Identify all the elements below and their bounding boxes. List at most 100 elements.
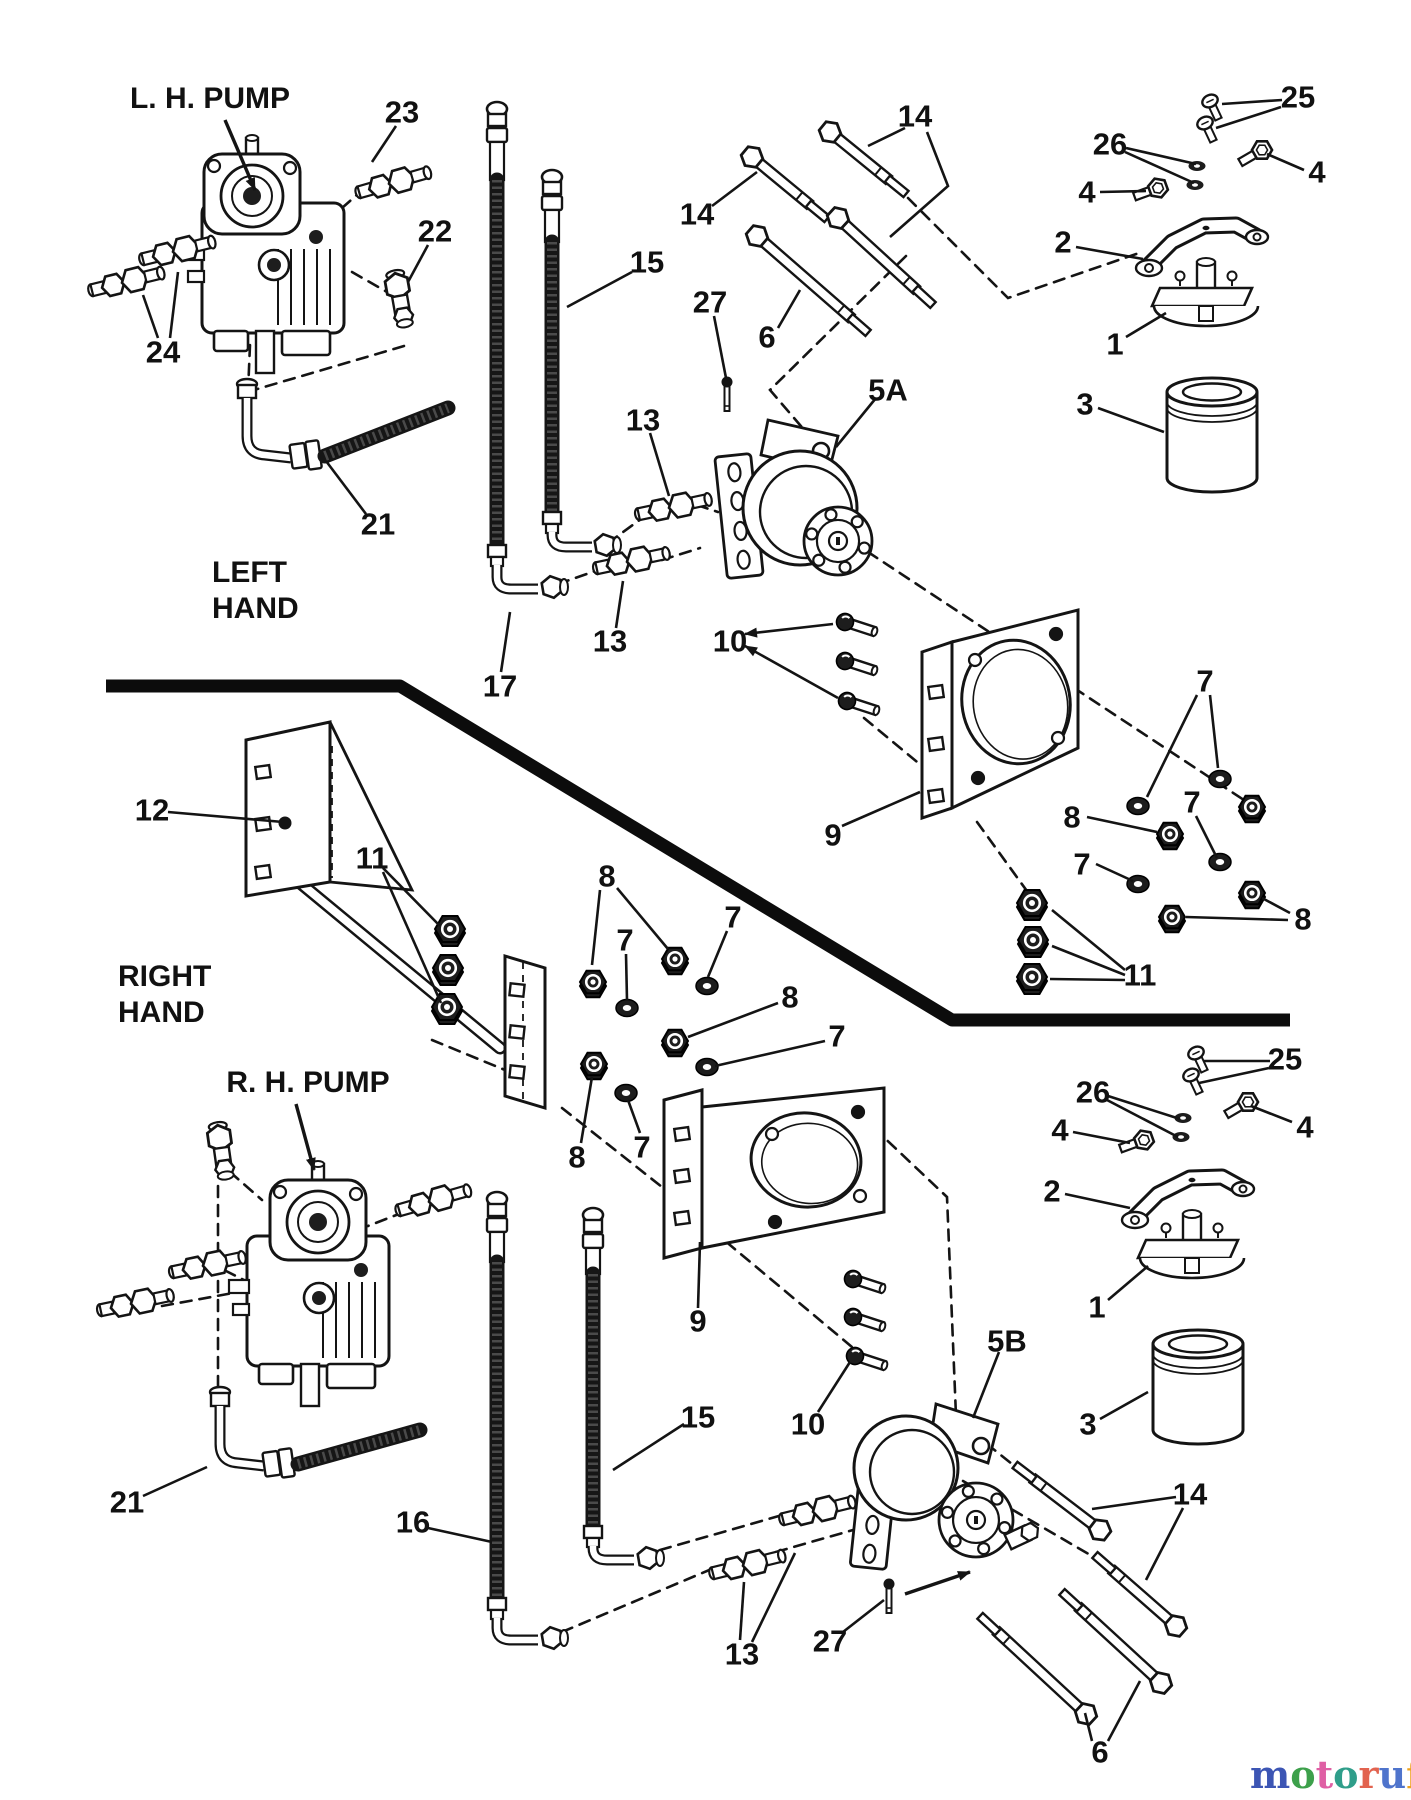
leader-line: [706, 930, 729, 978]
leader-line: [712, 315, 728, 379]
leader-line: [744, 644, 839, 700]
part-number-8: 8: [568, 1140, 585, 1175]
leader-line: [1049, 977, 1126, 982]
bolt-10: [843, 1269, 887, 1295]
leader-line: [1086, 815, 1158, 834]
part-number-16: 16: [396, 1505, 430, 1540]
leader-line: [648, 432, 671, 497]
part-number-13: 13: [725, 1637, 759, 1672]
leader-line: [590, 889, 602, 966]
washer-7: [1208, 769, 1232, 789]
leader-line: [816, 1361, 852, 1413]
part-number-12: 12: [135, 793, 169, 828]
leader-line: [1221, 98, 1283, 106]
leader-line: [1208, 694, 1220, 769]
part-number-14: 14: [680, 197, 715, 232]
leader-line: [1051, 944, 1126, 977]
roll-pin-27-lower: [883, 1578, 895, 1614]
filter-canister-3: [1151, 1328, 1245, 1446]
part-number-21: 21: [361, 507, 395, 542]
part-number-15: 15: [681, 1400, 715, 1435]
bolt-4: [1117, 1129, 1156, 1154]
dashed-line: [160, 1289, 246, 1308]
hose-16: [485, 1190, 569, 1651]
part-number-4: 4: [1296, 1110, 1314, 1145]
part-number-5A: 5A: [868, 373, 908, 408]
leader-line: [841, 790, 921, 828]
leader-line: [499, 611, 512, 673]
hose-21-lower: [208, 1385, 428, 1479]
leader-line: [616, 887, 669, 950]
leader-line: [1250, 1104, 1293, 1124]
leader-line: [1125, 146, 1197, 166]
dashed-line: [252, 344, 406, 392]
nut-11: [433, 915, 467, 947]
oil-filter-assembly-lower: [1117, 1045, 1260, 1446]
part-number-9: 9: [824, 818, 841, 853]
leader-line: [1185, 915, 1289, 922]
leader-line: [738, 1581, 746, 1641]
dashed-line: [768, 254, 908, 434]
dashed-line: [774, 1526, 862, 1554]
right-hand-1: RIGHT: [118, 960, 211, 993]
part-number-1: 1: [1088, 1290, 1105, 1325]
part-number-14: 14: [1173, 1477, 1208, 1512]
washer-7: [614, 1083, 638, 1103]
leader-line: [1106, 1098, 1179, 1139]
leader-line: [1107, 1094, 1181, 1121]
fitting-24-lower-a: [167, 1249, 247, 1281]
washer-7: [1126, 796, 1150, 816]
dashed-line: [906, 196, 1144, 300]
hose-15-lower: [581, 1206, 665, 1571]
part-number-7: 7: [1196, 664, 1213, 699]
dashed-line: [430, 1038, 507, 1072]
fitting-13-lower-b: [708, 1548, 787, 1581]
part-number-10: 10: [791, 1407, 825, 1442]
bolt-10: [843, 1307, 887, 1333]
fitting-23-upper: [354, 165, 433, 200]
part-number-2: 2: [1043, 1174, 1060, 1209]
bolt-14-b: [817, 120, 911, 199]
leader-line: [1266, 152, 1305, 172]
leader-line: [1145, 694, 1199, 798]
leader-line: [1261, 896, 1291, 915]
rh-pump: [227, 1160, 391, 1408]
part-number-11: 11: [356, 841, 389, 876]
leader-line: [579, 1076, 594, 1144]
bolt-6-b: [1057, 1587, 1174, 1696]
part-number-7: 7: [1073, 847, 1090, 882]
bolt-14-a: [739, 145, 832, 224]
bolt-25: [1182, 1067, 1204, 1096]
leader-line: [1106, 1680, 1142, 1742]
bolt-10: [835, 651, 879, 677]
support-plate-12: [244, 720, 547, 1111]
bolt-6-c: [975, 1611, 1099, 1727]
leader-line: [1198, 1066, 1270, 1085]
filter-canister-3: [1165, 376, 1259, 494]
left-hand-2: HAND: [212, 592, 299, 625]
leader-line: [1083, 1712, 1094, 1742]
part-number-25: 25: [1281, 80, 1315, 115]
leader-line: [744, 622, 834, 638]
dashed-line: [872, 1126, 958, 1418]
leader-line: [1099, 1390, 1149, 1421]
nut-8: [1237, 880, 1267, 910]
bolt-4: [1236, 140, 1274, 168]
leader-line: [167, 810, 284, 824]
hose-17: [485, 100, 569, 600]
nut-8: [578, 969, 608, 999]
nut-8: [579, 1051, 609, 1081]
leader-line: [1091, 1495, 1177, 1511]
leader-line: [1144, 1507, 1185, 1581]
part-number-7: 7: [1183, 785, 1200, 820]
nut-11: [430, 993, 464, 1025]
bolt-10: [837, 691, 881, 717]
leader-line: [1051, 908, 1126, 972]
wheel-motor-5a: [713, 418, 874, 580]
leader-line: [614, 580, 625, 629]
fitting-13-lower-a: [778, 1494, 857, 1527]
leader-line: [626, 1099, 642, 1134]
leader-line: [324, 460, 368, 515]
